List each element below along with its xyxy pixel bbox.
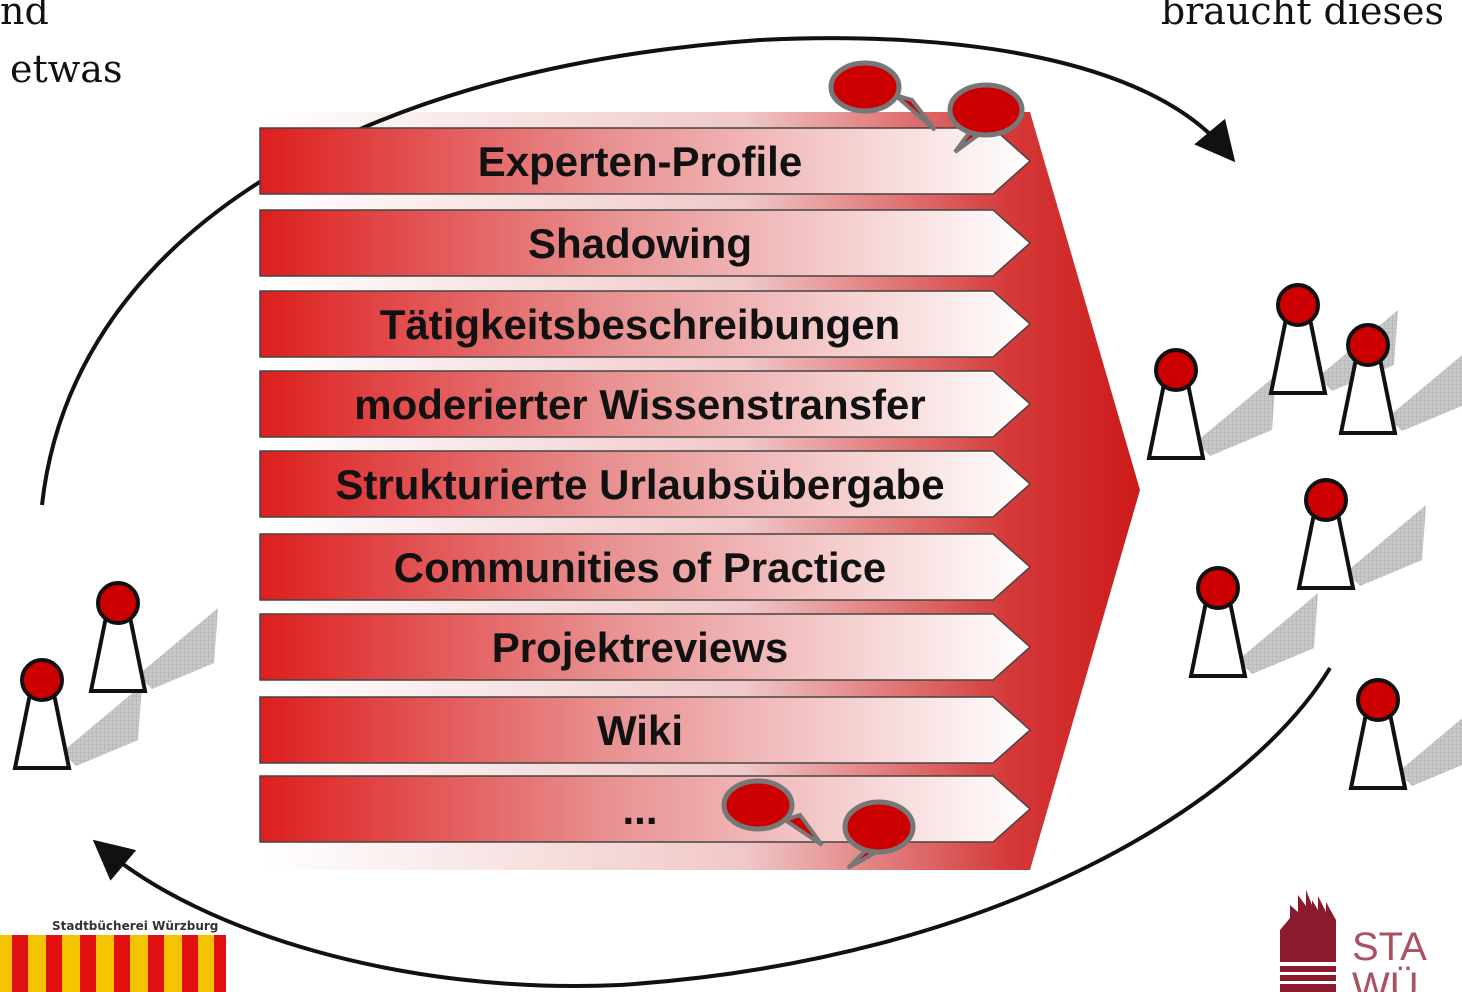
cycle-arrow-top bbox=[40, 36, 1236, 506]
figure-body bbox=[12, 692, 72, 770]
method-band-shape bbox=[259, 370, 1032, 438]
top-right-text: braucht dieses bbox=[1160, 0, 1444, 33]
method-band-shape bbox=[259, 209, 1032, 277]
method-band: ... bbox=[259, 775, 1032, 843]
person-figure bbox=[12, 658, 142, 770]
method-band: Wiki bbox=[259, 696, 1032, 764]
method-band-shape bbox=[259, 533, 1032, 601]
top-left-text-line-2: etwas bbox=[10, 47, 123, 91]
figure-head bbox=[1196, 566, 1240, 610]
method-label: Experten-Profile bbox=[478, 138, 802, 185]
method-label: Strukturierte Urlaubsübergabe bbox=[335, 461, 944, 508]
method-label: Tätigkeitsbeschreibungen bbox=[380, 301, 900, 348]
figure-body bbox=[1188, 600, 1248, 678]
speech-bubbles-top bbox=[828, 60, 1025, 154]
method-band: Experten-Profile bbox=[259, 127, 1032, 195]
method-band-shape bbox=[259, 613, 1032, 681]
method-band-shape bbox=[259, 290, 1032, 358]
figure-head bbox=[1304, 478, 1348, 522]
method-band: Tätigkeitsbeschreibungen bbox=[259, 290, 1032, 358]
stadt-logo-line-1: STA bbox=[1352, 925, 1427, 969]
figure-head bbox=[96, 581, 140, 625]
figure-shadow bbox=[138, 608, 218, 689]
figure-head bbox=[1346, 323, 1390, 367]
method-band: Shadowing bbox=[259, 209, 1032, 277]
method-band: moderierter Wissenstransfer bbox=[259, 370, 1032, 438]
method-band: Strukturierte Urlaubsübergabe bbox=[259, 450, 1032, 518]
figure-body bbox=[1348, 712, 1408, 790]
person-figure bbox=[1338, 323, 1462, 435]
person-figure bbox=[88, 581, 218, 693]
top-left-text-line-1: nd bbox=[0, 0, 49, 33]
method-label: Communities of Practice bbox=[394, 544, 886, 591]
figure-head bbox=[20, 658, 64, 702]
stadt-logo-line-2: WÜ bbox=[1352, 965, 1419, 992]
method-label: Wiki bbox=[597, 707, 683, 754]
figure-shadow bbox=[62, 685, 142, 766]
speech-bubbles-bottom bbox=[721, 778, 916, 870]
method-band-shape bbox=[259, 127, 1032, 195]
person-figure bbox=[1296, 478, 1426, 590]
stadtbuecherei-logo: Stadtbücherei Würzburg bbox=[0, 919, 226, 992]
figure-head bbox=[1154, 348, 1198, 392]
figure-shadow bbox=[1398, 718, 1462, 786]
figure-body bbox=[1146, 382, 1206, 460]
person-figure bbox=[1188, 566, 1318, 678]
figure-body bbox=[88, 615, 148, 693]
method-label: Projektreviews bbox=[492, 624, 789, 671]
figure-shadow bbox=[1196, 375, 1276, 456]
figure-shadow bbox=[1346, 505, 1426, 586]
stadtbuecherei-label: Stadtbücherei Würzburg bbox=[52, 919, 218, 933]
method-label: Shadowing bbox=[528, 220, 752, 267]
figure-shadow bbox=[1388, 355, 1462, 431]
method-band-shape bbox=[259, 775, 1032, 843]
figure-body bbox=[1296, 512, 1356, 590]
figure-body bbox=[1268, 317, 1328, 395]
figure-head bbox=[1356, 678, 1400, 722]
method-band: Communities of Practice bbox=[259, 533, 1032, 601]
method-band: Projektreviews bbox=[259, 613, 1032, 681]
method-band-shape bbox=[259, 450, 1032, 518]
method-band-shape bbox=[259, 696, 1032, 764]
figure-shadow bbox=[1238, 593, 1318, 674]
cycle-arrow-bottom bbox=[92, 666, 1332, 988]
method-label: moderierter Wissenstransfer bbox=[354, 381, 926, 428]
person-figure bbox=[1348, 678, 1462, 790]
stadt-wuerzburg-logo: STA WÜ bbox=[1280, 890, 1427, 992]
method-label: ... bbox=[622, 786, 657, 833]
figure-head bbox=[1276, 283, 1320, 327]
person-figure bbox=[1146, 348, 1276, 460]
